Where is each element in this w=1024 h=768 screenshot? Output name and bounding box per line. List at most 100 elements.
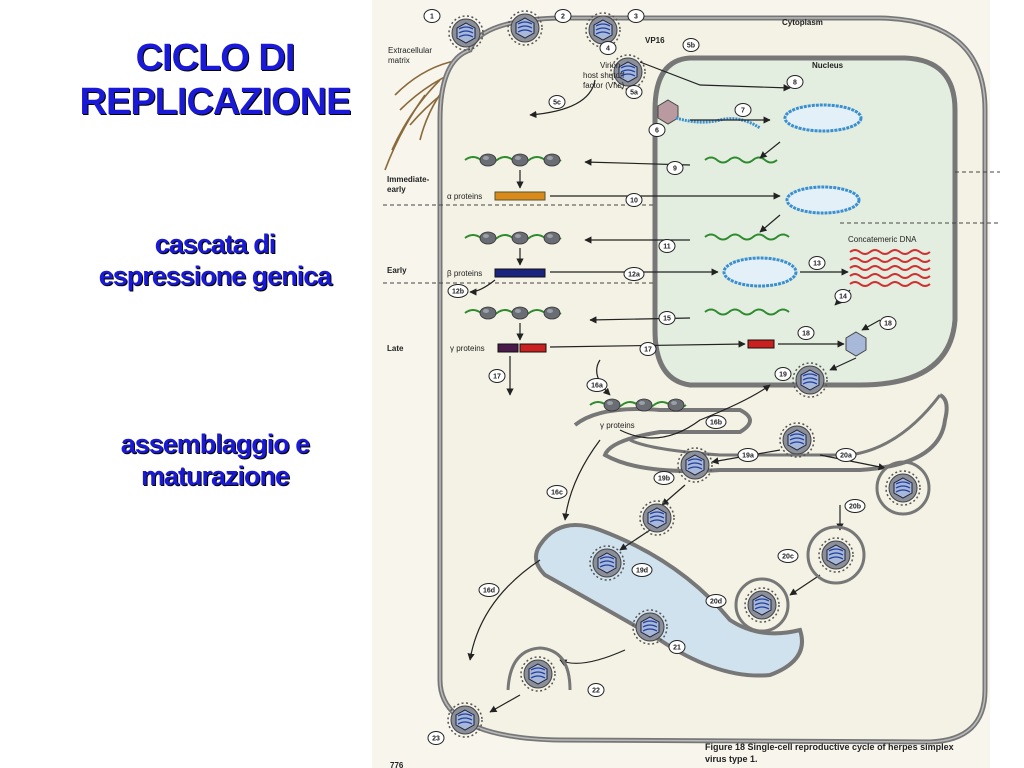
step-marker: 23 (427, 731, 445, 745)
step-marker: 19a (737, 448, 759, 462)
step-label: 20b (849, 504, 861, 511)
step-marker: 19b (653, 471, 675, 485)
step-label: 5c (553, 100, 561, 107)
step-label: 16a (591, 383, 603, 390)
extracellular-label-1: Extracellular (388, 46, 432, 55)
step-marker: 7 (734, 103, 752, 117)
step-label: 6 (655, 128, 659, 135)
step-marker: 13 (808, 256, 826, 270)
step-label: 13 (813, 261, 821, 268)
step-label: 19 (779, 372, 787, 379)
title-line-2: REPLICAZIONE (79, 81, 352, 123)
gamma-proteins-label-2: γ proteins (600, 421, 635, 430)
step-marker: 12b (447, 284, 469, 298)
step-label: 12b (452, 289, 464, 296)
step-marker: 20d (705, 594, 727, 608)
step-label: 9 (673, 166, 677, 173)
step-label: 20a (840, 453, 852, 460)
step-label: 14 (839, 294, 847, 301)
nuclear-mrna-waves (704, 156, 790, 316)
step-marker: 9 (666, 161, 684, 175)
step-label: 8 (793, 80, 797, 87)
figure-caption-2: virus type 1. (705, 754, 758, 764)
concatemeric-dna-icon (849, 249, 931, 287)
step-marker: 19d (631, 563, 653, 577)
step-label: 20c (782, 554, 794, 561)
vp16-label: VP16 (645, 36, 665, 45)
nucleus-label: Nucleus (812, 61, 844, 70)
gamma-proteins-label: γ proteins (450, 344, 485, 353)
step-label: 21 (673, 645, 681, 652)
step-label: 10 (630, 198, 638, 205)
step-marker: 11 (658, 239, 676, 253)
step-label: 19b (658, 476, 670, 483)
step-marker: 16a (586, 378, 608, 392)
step-marker: 21 (668, 640, 686, 654)
step-marker: 5a (625, 85, 643, 99)
beta-protein-bar (494, 268, 546, 278)
dna-circle-icon (783, 103, 863, 133)
step-label: 18 (884, 321, 892, 328)
step-marker: 12a (623, 267, 645, 281)
extracellular-label-2: matrix (388, 56, 410, 65)
step-label: 5b (687, 43, 695, 50)
step-label: 16d (483, 588, 495, 595)
dna-circle-icon (785, 185, 861, 215)
capsid-icon-18 (845, 331, 867, 357)
step-label: 2 (561, 14, 565, 21)
vhs-label-2: host shutoff (583, 71, 625, 80)
step-marker: 20a (835, 448, 857, 462)
cytoplasm-label: Cytoplasm (782, 18, 823, 27)
subtitle-2-line-2: maturazione (140, 461, 290, 491)
step-marker: 20c (777, 549, 799, 563)
step-label: 19d (636, 568, 648, 575)
step-label: 19a (742, 453, 754, 460)
page-number: 776 (390, 761, 404, 768)
beta-proteins-label: β proteins (447, 269, 482, 278)
concatemeric-dna-label: Concatemeric DNA (848, 235, 917, 244)
step-label: 22 (592, 688, 600, 695)
subtitle-1-line-1: cascata di (154, 229, 277, 259)
step-label: 17 (644, 347, 652, 354)
step-marker: 16d (478, 583, 500, 597)
vhs-label-3: factor (Vhs) (583, 81, 625, 90)
step-marker: 18 (879, 316, 897, 330)
step-marker: 5b (682, 38, 700, 52)
step-marker: 4 (599, 41, 617, 55)
step-label: 11 (663, 244, 671, 251)
polyribosomes (464, 153, 687, 412)
subtitle-assembly: assemblaggio e maturazione (60, 428, 370, 492)
step-label: 3 (634, 14, 638, 21)
step-marker: 10 (625, 193, 643, 207)
step-marker: 2 (554, 9, 572, 23)
step-marker: 5c (548, 95, 566, 109)
step-marker: 16c (546, 485, 568, 499)
slide-title: CICLO DI REPLICAZIONE (60, 36, 370, 124)
step-marker: 17 (488, 369, 506, 383)
capsid-icon-6 (657, 99, 679, 125)
subtitle-1-line-2: espressione genica (98, 261, 333, 291)
immediate-early-label-1: Immediate- (387, 175, 430, 184)
step-label: 16b (710, 420, 722, 427)
alpha-proteins-label: α proteins (447, 192, 482, 201)
step-marker: 1 (423, 9, 441, 23)
dna-circle-icon (722, 256, 798, 288)
step-label: 4 (606, 46, 610, 53)
step-marker: 17 (639, 342, 657, 356)
cytoplasmic-membrane-fold (573, 393, 949, 473)
step-marker: 6 (648, 123, 666, 137)
step-marker: 22 (587, 683, 605, 697)
title-line-1: CICLO DI (135, 37, 296, 79)
step-marker: 20b (844, 499, 866, 513)
flow-arrows (467, 61, 886, 713)
alpha-protein-bar (494, 191, 546, 201)
step-marker: 15 (658, 311, 676, 325)
vhs-label-1: Virion (600, 61, 620, 70)
step-marker: 19 (774, 367, 792, 381)
subtitle-gene-cascade: cascata di espressione genica (60, 228, 370, 292)
step-label: 5a (630, 90, 638, 97)
step-label: 18 (802, 331, 810, 338)
late-label: Late (387, 344, 404, 353)
figure-caption-1: Figure 18 Single-cell reproductive cycle… (705, 742, 954, 752)
